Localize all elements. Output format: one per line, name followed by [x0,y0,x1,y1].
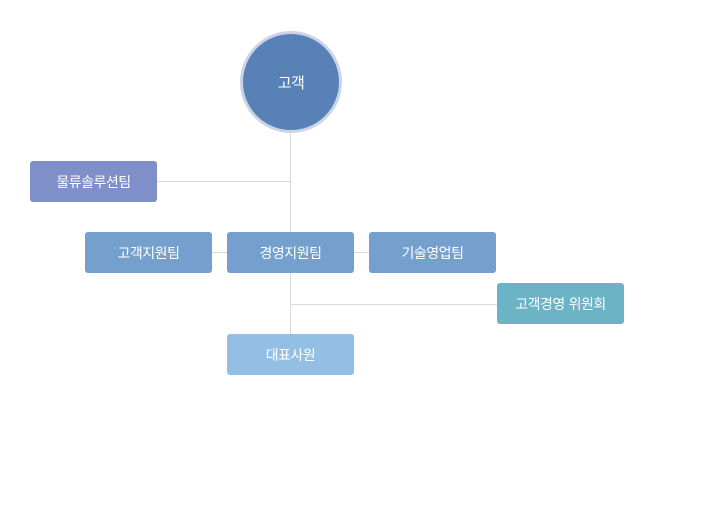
org-node-management-support-team: 경영지원팀 [227,232,354,273]
org-node-representative: 대표사원 [227,334,354,375]
org-node-label: 기술영업팀 [401,245,464,262]
org-node-customer-support-team: 고객지원팀 [85,232,212,273]
org-node-label: 고객 [277,73,305,92]
org-node-label: 대표사원 [265,347,316,364]
org-node-label: 경영지원팀 [259,245,322,262]
connector-tech [354,252,369,253]
org-node-logistics-team: 물류솔루션팀 [30,161,157,202]
org-node-tech-sales-team: 기술영업팀 [369,232,496,273]
org-node-label: 고객경영 위원회 [515,296,606,313]
org-node-label: 물류솔루션팀 [56,174,131,191]
org-node-customer-committee: 고객경영 위원회 [497,283,624,324]
connector-support [212,252,227,253]
org-node-label: 고객지원팀 [117,245,180,262]
connector-logistics [157,181,291,182]
org-node-customer: 고객 [240,31,342,133]
connector-committee [290,304,497,305]
